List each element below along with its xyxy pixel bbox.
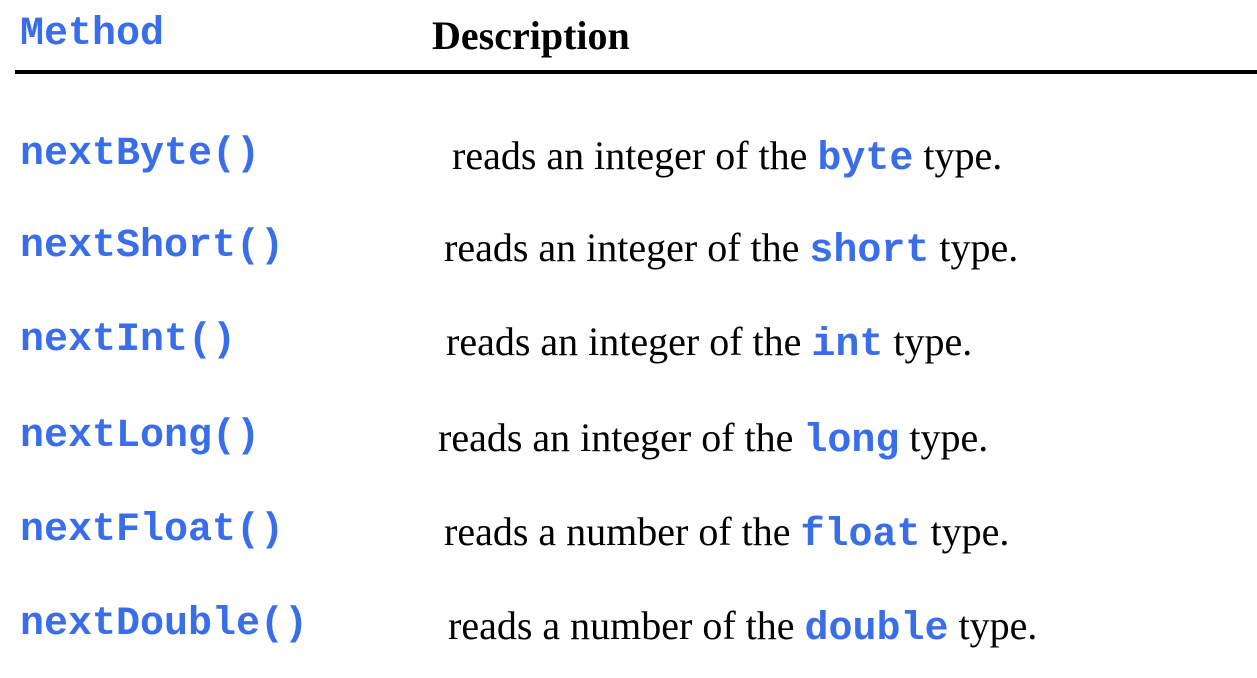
description-text: reads an integer of the [452,133,808,178]
type-name: double [804,607,949,652]
method-name: nextShort() [20,224,285,269]
type-name: int [811,323,884,368]
description-text: reads an integer of the [438,415,794,460]
description-suffix: type. [923,133,1003,178]
method-description: reads a number of the double type. [448,602,1037,652]
description-text: reads an integer of the [444,225,800,270]
description-text: reads a number of the [444,509,791,554]
table-row: nextLong() reads an integer of the long … [0,414,1257,474]
description-suffix: type. [958,603,1038,648]
method-description: reads an integer of the int type. [446,318,972,368]
header-divider [15,70,1257,74]
method-description: reads an integer of the long type. [438,414,988,464]
method-name: nextFloat() [20,508,285,553]
method-description: reads an integer of the byte type. [452,132,1002,182]
description-suffix: type. [930,509,1010,554]
method-column-header: Method [20,12,165,57]
type-name: float [800,513,921,558]
table-row: nextShort() reads an integer of the shor… [0,224,1257,284]
method-name: nextByte() [20,132,261,177]
description-column-header: Description [432,13,630,58]
type-name: long [803,419,900,464]
description-suffix: type. [939,225,1019,270]
description-suffix: type. [893,319,973,364]
method-description: reads a number of the float type. [444,508,1009,558]
method-name: nextDouble() [20,602,309,647]
type-name: byte [817,137,914,182]
type-name: short [809,229,930,274]
description-suffix: type. [909,415,989,460]
table-row: nextFloat() reads a number of the float … [0,508,1257,568]
method-name: nextLong() [20,414,261,459]
table-row: nextInt() reads an integer of the int ty… [0,318,1257,378]
description-text: reads a number of the [448,603,795,648]
table-row: nextByte() reads an integer of the byte … [0,132,1257,192]
method-description: reads an integer of the short type. [444,224,1018,274]
table-row: nextDouble() reads a number of the doubl… [0,602,1257,662]
description-text: reads an integer of the [446,319,802,364]
method-name: nextInt() [20,318,237,363]
table-header: Method Description [0,12,1257,62]
